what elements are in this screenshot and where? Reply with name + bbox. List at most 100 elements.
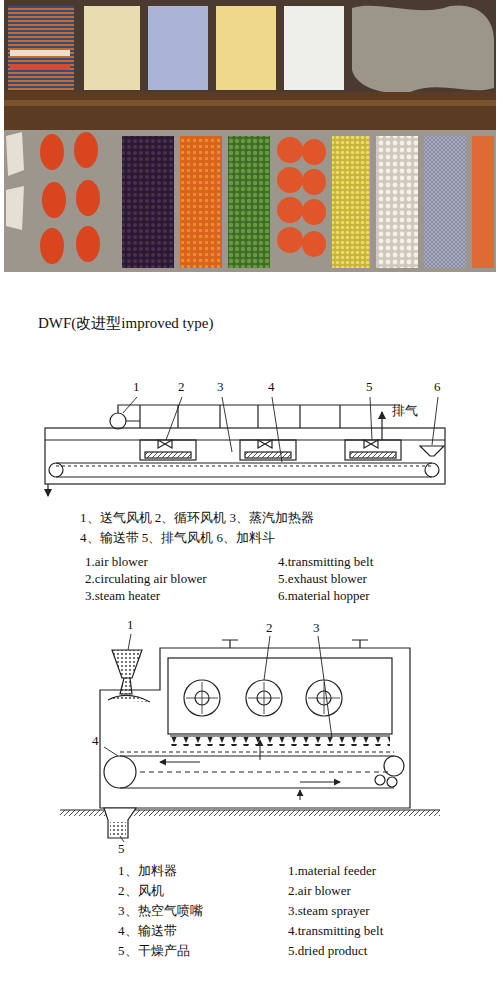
callout-number: 4 [268, 380, 275, 395]
leader-line [370, 397, 372, 440]
leader-line [432, 397, 438, 445]
dryer-section [222, 640, 368, 648]
transmitting-belt [49, 463, 439, 477]
callout-number: 5 [366, 380, 373, 395]
sample-photo [302, 231, 326, 257]
material-feeder [108, 650, 150, 702]
key-line: 3、热空气喷嘴 [118, 904, 203, 919]
leader-line [104, 634, 332, 842]
transmitting-belt [56, 476, 432, 477]
chamber [240, 440, 296, 460]
belt-dryer-schematic [118, 405, 400, 421]
air-blower [110, 413, 126, 429]
callout-number: 3 [217, 380, 224, 395]
transmitting-belt [425, 463, 439, 477]
sample-photo [4, 0, 496, 272]
key-line: 4、输送带 5、排气风机 6、加料斗 [80, 531, 275, 546]
transmitting-belt [104, 752, 404, 788]
sample-photo [180, 136, 222, 268]
transmitting-belt [56, 462, 432, 463]
dryer-section [100, 648, 410, 808]
key-line: 2.air blower [288, 884, 351, 899]
sample-photo [74, 132, 98, 168]
leader-line [128, 634, 131, 650]
leader-line [123, 397, 137, 413]
key-line: 2、风机 [118, 884, 164, 899]
transmitting-belt [387, 777, 397, 787]
transmitting-belt [140, 771, 390, 772]
material-hopper [420, 446, 444, 456]
key-line: 4、输送带 [118, 924, 177, 939]
circulating-fan [158, 440, 172, 448]
sample-photo [302, 199, 326, 225]
sample-photo [4, 100, 496, 106]
leader-line [104, 747, 118, 756]
sample-photo [277, 167, 303, 193]
belt-dryer-schematic [45, 397, 445, 496]
transmitting-belt [384, 756, 404, 776]
callout-number: 3 [313, 621, 320, 636]
sample-photo [4, 92, 496, 130]
steam-heater [245, 452, 291, 458]
belt-dryer-schematic [140, 405, 340, 428]
callout-number: 2 [178, 380, 185, 395]
callout-number: 4 [92, 734, 99, 749]
dryer-section [260, 740, 261, 760]
steam-heater [350, 452, 396, 458]
sample-photo [352, 5, 494, 92]
sample-photo [4, 130, 496, 272]
sample-photo [277, 197, 303, 223]
sample-photo [376, 136, 418, 268]
leader-line [166, 397, 182, 440]
sample-photo [10, 50, 70, 56]
key-line: 4.transmitting belt [288, 924, 383, 939]
transmitting-belt [49, 463, 63, 477]
chamber [345, 440, 401, 460]
sample-photo [40, 228, 64, 264]
key-line: 5.dried product [288, 944, 367, 959]
dryer-section [110, 822, 126, 836]
fan [184, 680, 342, 716]
steam-sprayer [170, 737, 390, 746]
sample-photo [10, 64, 70, 70]
chamber [140, 440, 196, 460]
fan [186, 682, 340, 714]
sample-photo [302, 169, 326, 195]
leader-line [123, 397, 438, 462]
transmitting-belt [104, 756, 136, 788]
dryer-section [168, 658, 392, 734]
callout-number: 6 [434, 380, 441, 395]
leader-line [318, 636, 332, 738]
sample-photo [42, 182, 66, 218]
exhaust-arrow [381, 412, 382, 440]
dryer-section [60, 634, 440, 842]
key-line: 4.transmitting belt [278, 555, 373, 570]
callout-number: 2 [266, 621, 273, 636]
sample-photo [76, 226, 100, 262]
callout-number: 1 [127, 618, 134, 633]
sample-photo [8, 6, 74, 90]
transmitting-belt [120, 755, 394, 756]
sample-photo [148, 6, 208, 90]
key-line: 1、加料器 [118, 864, 177, 879]
callout-number: 1 [133, 380, 140, 395]
key-line: 1.air blower [85, 555, 148, 570]
sample-photo [6, 132, 24, 230]
dryer-section [300, 790, 301, 800]
key-line: 5.exhaust blower [278, 572, 367, 587]
material-feeder [112, 650, 142, 678]
dryer-section [170, 735, 390, 736]
belt-dryer-schematic [45, 428, 445, 484]
key-line: 1、送气风机 2、循环风机 3、蒸汽加热器 [80, 511, 314, 526]
sample-photo [216, 6, 276, 90]
steam-heater [145, 452, 396, 458]
callout-number: 5 [118, 842, 125, 857]
sample-photo [277, 137, 303, 163]
circulating-fan [158, 440, 378, 448]
sample-photo [472, 136, 494, 268]
sample-photo [277, 137, 326, 257]
leader-line [222, 397, 232, 452]
sample-photo [4, 0, 496, 92]
key-line: 6.material hopper [278, 589, 370, 604]
